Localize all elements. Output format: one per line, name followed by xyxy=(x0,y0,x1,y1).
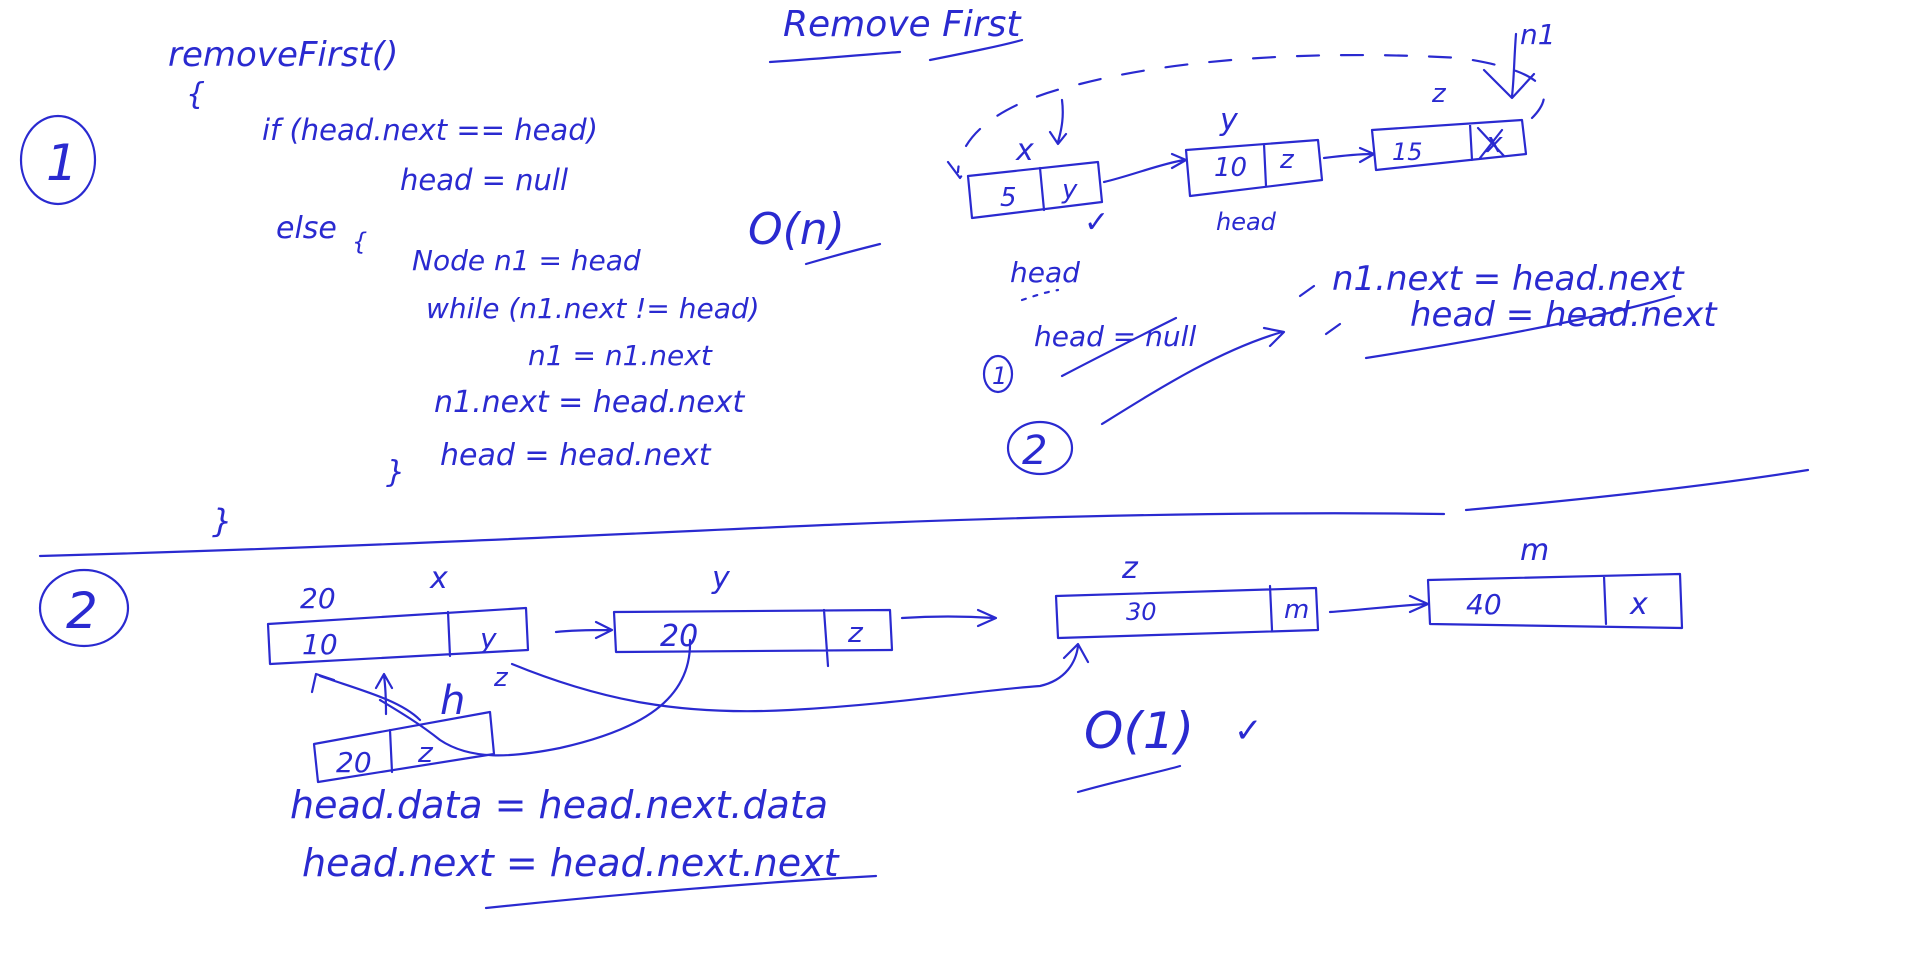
title-underline xyxy=(768,38,1024,64)
top-case1-circle xyxy=(982,354,1014,394)
bottom-arrow-z-m xyxy=(1328,594,1430,614)
bottom-copy-node-next: z xyxy=(417,736,434,769)
code-else-brace: { xyxy=(352,228,367,256)
bottom-line1: head.data = head.next.data xyxy=(290,783,828,827)
circle-one-outline xyxy=(19,114,97,206)
code-link-line: n1.next = head.next xyxy=(434,385,745,420)
bottom-node-y-box xyxy=(612,608,894,668)
top-node-z-data: 15 xyxy=(1392,138,1423,166)
bottom-node-m-box xyxy=(1426,572,1684,630)
bottom-node-x-next: y xyxy=(479,622,497,655)
bottom-copy-node-data: 20 xyxy=(336,746,372,779)
top-node-z-label: z xyxy=(1431,79,1447,109)
top-case2-line1: n1.next = head.next xyxy=(1332,259,1685,299)
bottom-z-label: z xyxy=(493,663,509,693)
bottom-arrow-y-z xyxy=(900,608,998,628)
top-case2-dash xyxy=(1298,284,1342,336)
top-n1-arrow xyxy=(1482,32,1536,100)
top-head-arrow xyxy=(1048,98,1068,146)
bottom-node-y-data: 20 xyxy=(660,619,698,654)
code-open-brace: { xyxy=(186,77,205,112)
bottom-node-x-data: 10 xyxy=(302,628,338,661)
board-title: Remove First xyxy=(783,4,1022,45)
bottom-y-down-curve xyxy=(378,638,692,757)
bottom-node-z-next: m xyxy=(1284,595,1309,625)
top-node-y-box xyxy=(1184,138,1324,198)
top-case2-num: 2 xyxy=(1022,428,1047,474)
circle-one-label: 1 xyxy=(46,134,78,192)
top-head-dots xyxy=(1020,288,1060,302)
top-node-z-cross xyxy=(1476,126,1506,160)
bottom-node-y-next: z xyxy=(847,616,864,649)
top-n1-label: n1 xyxy=(1520,18,1556,51)
top-node-y-next: z xyxy=(1279,145,1295,175)
section-divider xyxy=(38,468,1810,558)
bottom-node-m-next: x xyxy=(1629,587,1648,622)
bottom-node-x-box xyxy=(266,606,530,666)
top-arrow-y-z xyxy=(1322,146,1376,164)
code-close-inner: } xyxy=(386,455,405,490)
bottom-node-y-label: y xyxy=(711,561,731,596)
code-then-line: head = null xyxy=(400,163,568,197)
top-head-label-2: head xyxy=(1216,208,1277,236)
complexity-on-underline xyxy=(804,242,882,266)
code-while-line: while (n1.next != head) xyxy=(426,292,760,325)
bottom-node-m-label: m xyxy=(1520,533,1549,568)
top-case2-circle xyxy=(1006,420,1074,476)
bottom-node-x-label: x xyxy=(429,561,448,596)
circle-two-label: 2 xyxy=(66,582,98,640)
bottom-h-label: h xyxy=(440,678,465,724)
bottom-copy-node-box xyxy=(312,710,496,784)
bottom-check: ✓ xyxy=(1234,711,1263,751)
code-close-outer: } xyxy=(212,502,232,540)
top-case2-underline xyxy=(1364,294,1676,360)
top-head-label: head xyxy=(1010,256,1080,289)
code-node-line: Node n1 = head xyxy=(412,244,641,277)
bottom-line2: head.next = head.next.next xyxy=(302,841,841,885)
top-node-y-data: 10 xyxy=(1214,153,1247,183)
bottom-list: 20 x 10 y y 20 z z 30 m m 40 x 20 z h z xyxy=(266,533,1684,910)
top-node-x-next: y xyxy=(1061,175,1078,205)
code-head-line: head = head.next xyxy=(440,438,712,473)
complexity-on: O(n) xyxy=(748,204,845,255)
code-advance-line: n1 = n1.next xyxy=(528,339,713,372)
code-signature: removeFirst() xyxy=(168,35,398,75)
top-case2-arrow xyxy=(1100,326,1286,426)
bottom-node-x-above: 20 xyxy=(300,582,336,615)
code-else-kw: else xyxy=(276,211,337,246)
top-node-z-box xyxy=(1370,118,1528,172)
top-check: ✓ xyxy=(1084,205,1109,240)
top-case2-line2: head = head.next xyxy=(1410,295,1718,335)
bottom-node-z-label: z xyxy=(1121,551,1139,586)
top-arrow-x-y xyxy=(1102,152,1188,184)
bottom-arrow-x-y xyxy=(554,620,614,640)
bottom-bypass-curve xyxy=(510,642,1090,713)
top-node-x-label: x xyxy=(1015,133,1034,168)
bottom-h-arrow-up xyxy=(374,672,394,716)
top-case1-underline xyxy=(1060,316,1178,378)
top-list: x 5 y y 10 z z 15 x n1 head head ✓ 1 hea… xyxy=(946,18,1718,476)
top-node-x-data: 5 xyxy=(1000,183,1017,213)
bottom-node-m-data: 40 xyxy=(1466,588,1502,621)
bottom-node-z-data: 30 xyxy=(1126,598,1157,626)
bottom-line2-underline xyxy=(484,874,878,910)
code-if-line: if (head.next == head) xyxy=(262,113,598,147)
top-node-x-box xyxy=(966,160,1104,220)
circle-two-outline xyxy=(38,568,130,648)
top-node-y-label: y xyxy=(1219,103,1239,138)
top-case1-num: 1 xyxy=(992,362,1007,390)
bottom-h-arrow-left xyxy=(310,672,422,722)
bottom-node-z-box xyxy=(1054,584,1320,640)
top-back-link-dashed xyxy=(946,53,1545,180)
complexity-o1: O(1) xyxy=(1084,702,1194,760)
complexity-o1-underline xyxy=(1076,764,1182,794)
